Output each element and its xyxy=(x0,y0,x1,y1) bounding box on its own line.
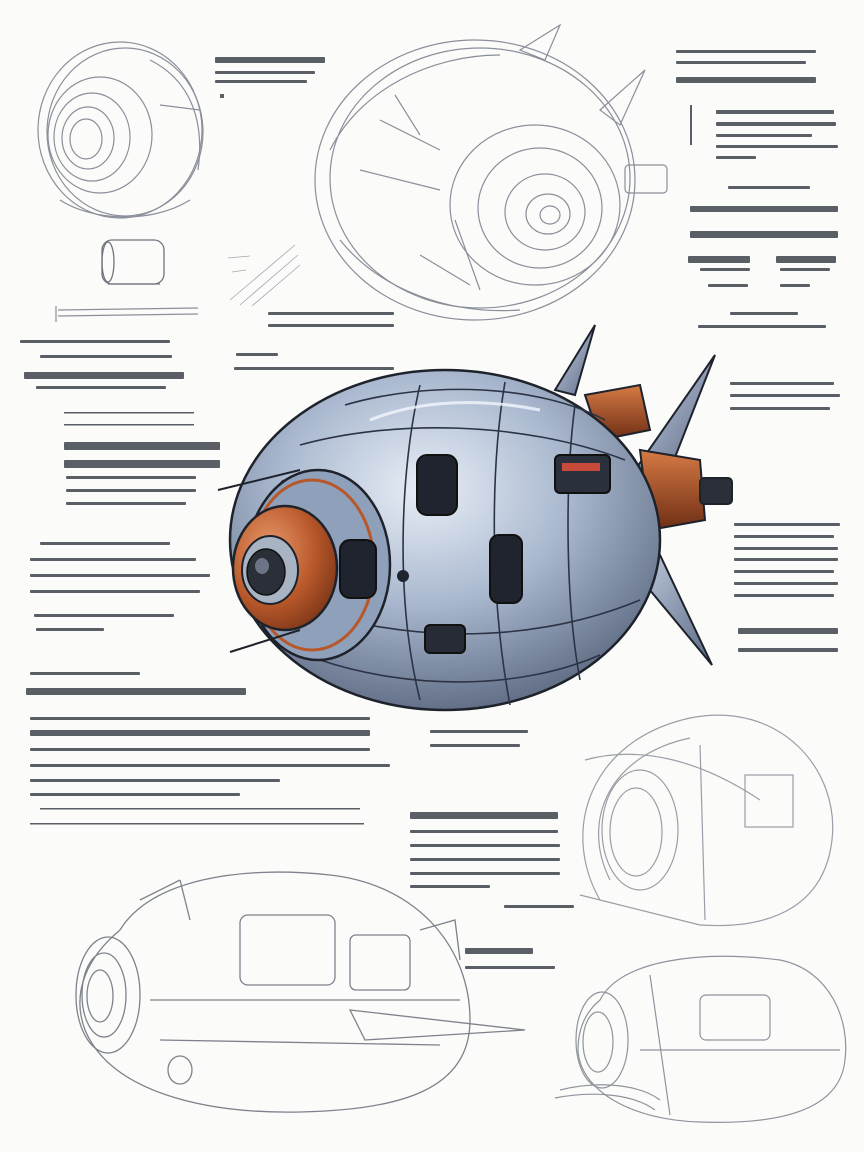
main-ship-render xyxy=(217,324,733,712)
left-lower-notes xyxy=(30,542,210,631)
lower-right-perspective xyxy=(554,955,847,1123)
top-right-note xyxy=(676,50,816,83)
hull-front-sketch xyxy=(314,23,668,321)
right-mid-notes xyxy=(730,382,840,652)
left-mid-notes xyxy=(20,312,394,505)
top-left-note xyxy=(215,57,325,98)
bottom-center-caption xyxy=(465,948,555,969)
small-part-underline xyxy=(55,306,199,322)
bottom-left-paragraph xyxy=(26,672,390,825)
nose-ring-sketch xyxy=(37,41,204,219)
lower-left-perspective xyxy=(75,871,526,1113)
center-lower-paragraph xyxy=(410,730,574,908)
right-upper-spec xyxy=(690,105,838,189)
motion-scribble xyxy=(227,244,301,307)
rear-cutaway-sketch xyxy=(579,714,834,927)
mid-right-heading xyxy=(688,206,838,328)
small-cylinder-part xyxy=(101,239,165,285)
